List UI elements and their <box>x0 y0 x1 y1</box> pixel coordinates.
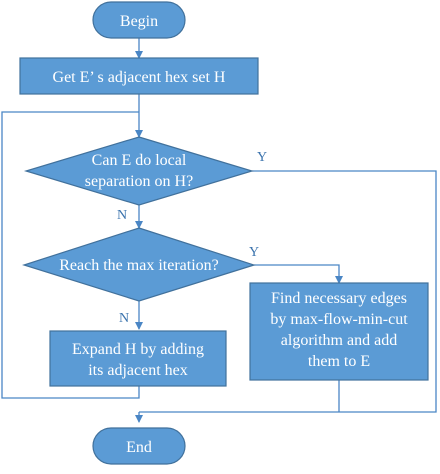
expand-h-process <box>49 330 227 387</box>
get-hex-set-process <box>19 57 259 95</box>
edge-local-sep-yes <box>139 170 437 413</box>
expand-h-label-line-1: Expand H by adding <box>72 341 204 358</box>
local-separation-yes-label: Y <box>257 150 267 165</box>
end-terminal <box>92 427 186 465</box>
get-hex-set-label: Get E’ s adjacent hex set H <box>53 69 226 86</box>
expand-h-label-line-2: its adjacent hex <box>88 362 188 379</box>
find-edges-label-line-2: by max-flow-min-cut <box>270 311 408 328</box>
local-separation-no-label: N <box>117 208 127 223</box>
max-iteration-label: Reach the max iteration? <box>59 257 218 274</box>
find-edges-label-line-1: Find necessary edges <box>271 290 407 307</box>
local-separation-label-line-2: separation on H? <box>85 173 193 190</box>
edge-max-iter-yes <box>254 264 343 284</box>
max-iteration-yes-label: Y <box>249 245 259 260</box>
edge-expand-loop-back <box>1 111 140 399</box>
begin-terminal <box>92 1 186 39</box>
end-label: End <box>126 439 152 456</box>
local-separation-label-line-1: Can E do local <box>92 152 187 169</box>
find-edges-label-line-4: them to E <box>308 353 370 370</box>
find-edges-label-line-3: algorithm and add <box>281 332 397 349</box>
max-iteration-no-label: N <box>119 311 129 326</box>
begin-label: Begin <box>120 13 158 30</box>
find-edges-process <box>249 282 429 381</box>
max-iteration-decision <box>22 227 256 302</box>
local-separation-decision <box>23 136 255 206</box>
